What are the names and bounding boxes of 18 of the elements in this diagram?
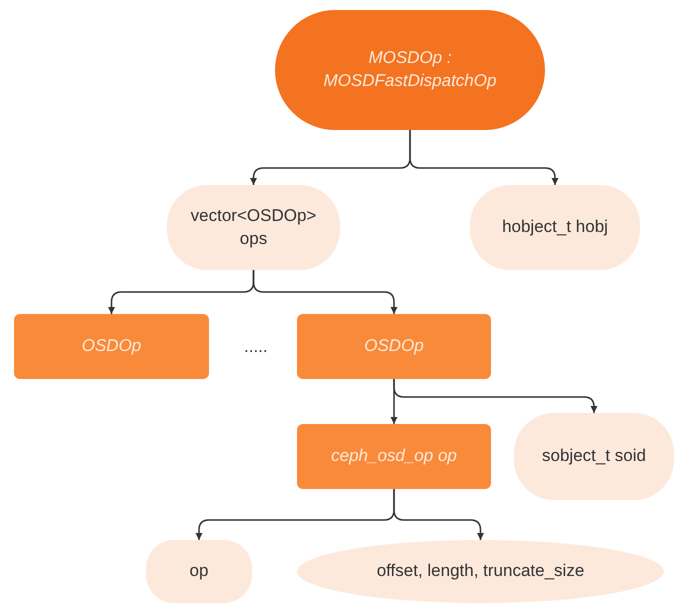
connector-arrow — [409, 130, 558, 185]
process-box — [14, 314, 209, 379]
node-label: sobject_t soid — [542, 445, 646, 468]
process-box — [297, 424, 491, 489]
ellipsis-text: ..... — [244, 337, 268, 357]
node-label: vector<OSDOp> ops — [190, 204, 318, 250]
node-label: offset, length, truncate_size — [376, 560, 584, 582]
node-label: ceph_osd_op op — [331, 445, 457, 468]
node-label: OSDOp — [364, 335, 424, 358]
rounded-box — [146, 540, 252, 603]
node-label: op — [190, 560, 208, 582]
node-label: MOSDOp : MOSDFastDispatchOp — [322, 47, 498, 92]
node-label: OSDOp — [82, 335, 142, 358]
process-box — [297, 314, 491, 379]
connector-arrow — [393, 489, 484, 540]
connector-arrow — [393, 379, 598, 413]
node-label: hobject_t hobj — [502, 216, 608, 238]
connector-arrow — [252, 270, 398, 314]
